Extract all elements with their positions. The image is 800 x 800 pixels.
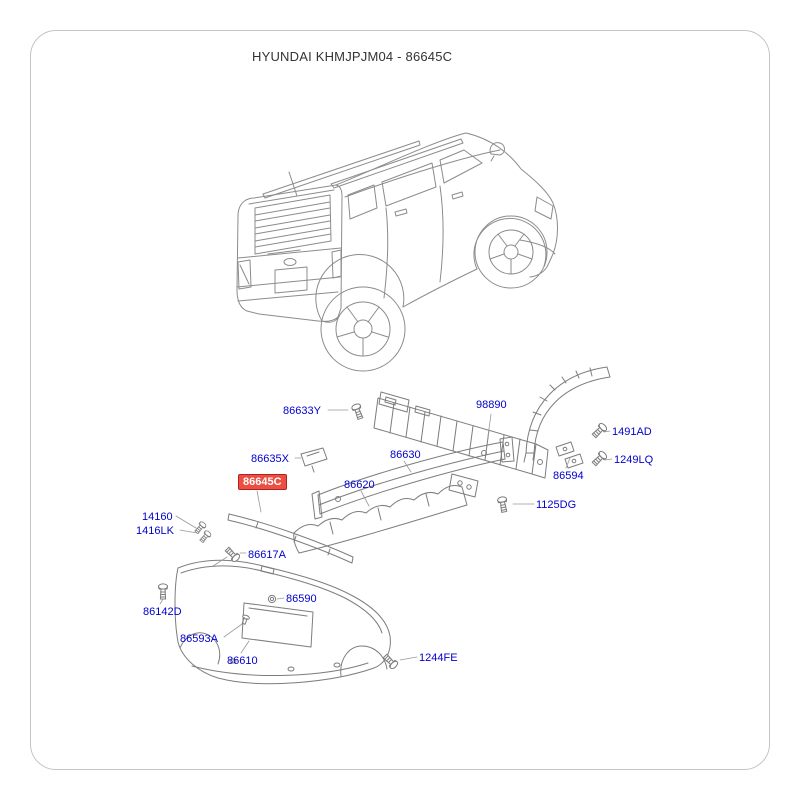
part-label-86635x[interactable]: 86635X bbox=[251, 453, 289, 465]
exploded-parts-diagram bbox=[158, 366, 613, 685]
vehicle-taillight-left bbox=[237, 259, 252, 290]
part-label-86610[interactable]: 86610 bbox=[227, 655, 258, 667]
part-drawing-rail-86645c bbox=[227, 513, 354, 564]
part-drawing-back-panel bbox=[373, 391, 549, 498]
vehicle-front-wheel bbox=[474, 215, 548, 289]
page-title: HYUNDAI KHMJPJM04 - 86645C bbox=[252, 49, 453, 64]
part-label-1244fe[interactable]: 1244FE bbox=[419, 652, 458, 664]
vehicle-rear-wheel bbox=[320, 286, 406, 372]
part-drawing-fender-flare bbox=[523, 366, 611, 463]
part-label-1416lk[interactable]: 1416LK bbox=[136, 525, 174, 537]
part-label-86630[interactable]: 86630 bbox=[390, 449, 421, 461]
part-drawing-energy-absorber bbox=[293, 485, 468, 554]
part-label-86590[interactable]: 86590 bbox=[286, 593, 317, 605]
part-label-1249lq[interactable]: 1249LQ bbox=[614, 454, 654, 466]
vehicle-headlight bbox=[534, 196, 554, 220]
vehicle-taillight-right bbox=[331, 249, 342, 279]
vehicle-mirror bbox=[489, 142, 505, 162]
part-label-98890[interactable]: 98890 bbox=[476, 399, 507, 411]
vehicle-logo bbox=[283, 258, 297, 266]
part-label-86593a[interactable]: 86593A bbox=[180, 633, 218, 645]
part-label-1491ad[interactable]: 1491AD bbox=[612, 426, 652, 438]
part-label-86617a[interactable]: 86617A bbox=[248, 549, 286, 561]
part-label-1125dg[interactable]: 1125DG bbox=[536, 499, 577, 511]
vehicle-license-plate bbox=[274, 266, 308, 294]
part-label-86142d[interactable]: 86142D bbox=[143, 606, 182, 618]
part-label-86594[interactable]: 86594 bbox=[553, 470, 584, 482]
part-label-86645c[interactable]: 86645C bbox=[238, 474, 287, 490]
leader-lines bbox=[159, 409, 613, 661]
part-drawing-reinforcement-beam bbox=[311, 436, 515, 520]
vehicle-illustration bbox=[236, 132, 558, 372]
vehicle-roof-rails bbox=[262, 138, 464, 199]
part-label-86620[interactable]: 86620 bbox=[344, 479, 375, 491]
part-drawing-bracket-86635x bbox=[300, 447, 328, 473]
vehicle-rear-face bbox=[236, 184, 343, 322]
part-label-86633y[interactable]: 86633Y bbox=[283, 405, 321, 417]
vehicle-rear-window bbox=[248, 189, 335, 255]
part-label-14160[interactable]: 14160 bbox=[142, 511, 173, 523]
